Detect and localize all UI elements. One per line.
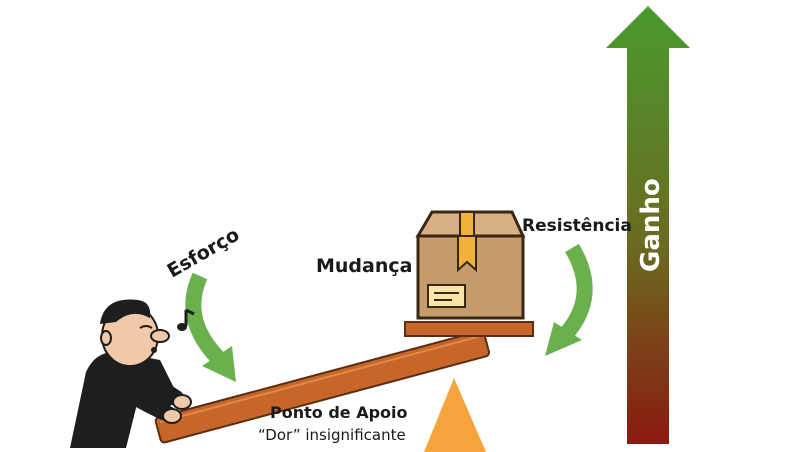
gain-arrow: Ganho bbox=[606, 6, 690, 444]
box-platform bbox=[404, 321, 534, 337]
effort-label: Esforço bbox=[164, 224, 244, 283]
music-note-icon bbox=[177, 308, 195, 331]
person-icon bbox=[70, 299, 192, 448]
fulcrum-triangle bbox=[424, 378, 486, 452]
fulcrum-label: Ponto de Apoio bbox=[270, 403, 408, 422]
curved-arrow-icon bbox=[185, 272, 226, 366]
lever-plank bbox=[154, 330, 491, 444]
curved-arrow-icon bbox=[559, 243, 593, 340]
resistance-curved-arrow bbox=[545, 243, 593, 356]
resistance-label: Resistência bbox=[522, 216, 632, 236]
gain-label: Ganho bbox=[636, 178, 666, 272]
up-arrow-icon bbox=[606, 6, 690, 444]
change-label: Mudança bbox=[316, 255, 412, 277]
effort-curved-arrow bbox=[185, 272, 236, 382]
fulcrum-note: “Dor” insignificante bbox=[258, 426, 406, 444]
cardboard-box-icon bbox=[415, 210, 526, 320]
